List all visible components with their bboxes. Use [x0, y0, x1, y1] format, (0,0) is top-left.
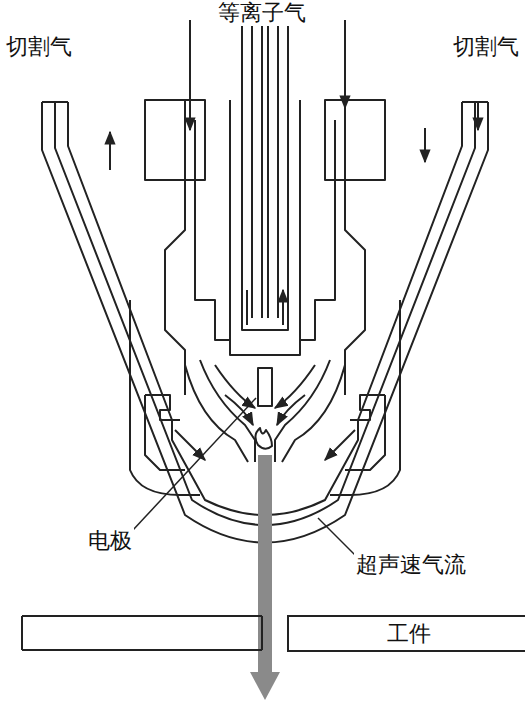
gas-label: 等离子气	[216, 0, 308, 26]
part-label: 工件	[387, 621, 431, 647]
workpiece-band: 工件	[287, 615, 525, 652]
gas-label: 切割气	[4, 34, 74, 60]
part-label: 电极	[86, 528, 134, 554]
flow-label: 超声速气流	[354, 552, 468, 578]
gas-label: 切割气	[451, 34, 521, 60]
